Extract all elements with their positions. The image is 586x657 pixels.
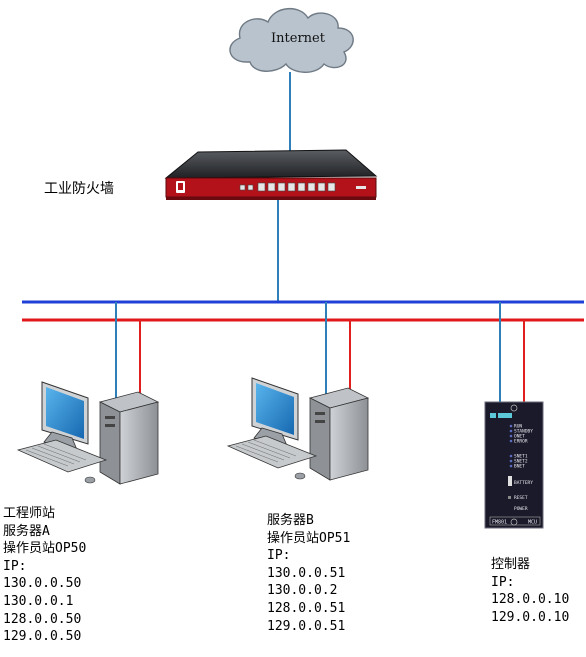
led-run-label: RUN	[514, 424, 522, 430]
power-label: POWER	[514, 506, 528, 512]
led-snet2-label: SNET2	[514, 459, 528, 465]
workstation-info-line: IP:	[3, 558, 27, 574]
battery-switch-icon	[508, 476, 512, 486]
workstation-info-line: 操作员站OP50	[3, 541, 87, 557]
serverb-info: 服务器B 操作员站OP51 IP: 130.0.0.51 130.0.0.2 1…	[267, 512, 350, 635]
controller-info: 控制器 IP: 128.0.0.10 129.0.0.10	[491, 556, 569, 626]
led-error-label: ERROR	[514, 439, 528, 445]
serverb-ip: 128.0.0.51	[267, 600, 346, 616]
serverb-info-line: IP:	[267, 548, 291, 564]
workstation-ip: 130.0.0.50	[3, 576, 82, 592]
controller-model-label: FM801	[492, 520, 507, 526]
workstation-info-line: 服务器A	[3, 523, 50, 539]
serverb-info-line: 操作员站OP51	[267, 530, 351, 546]
controller-ip: 129.0.0.10	[491, 609, 570, 625]
firewall-device-icon	[164, 149, 378, 200]
controller-info-line: 控制器	[491, 557, 531, 572]
firewall-label: 工业防火墙	[44, 181, 114, 197]
controller-info-line: IP:	[491, 574, 515, 590]
workstation-ip: 130.0.0.1	[3, 593, 74, 609]
serverb-ip: 130.0.0.2	[267, 583, 338, 599]
serverb-computer-icon	[226, 377, 370, 481]
workstation-info: 工程师站 服务器A 操作员站OP50 IP: 130.0.0.50 130.0.…	[3, 505, 86, 646]
internet-cloud-icon: Internet	[229, 8, 354, 73]
serverb-info-line: 服务器B	[267, 513, 314, 528]
battery-label: BATTERY	[514, 480, 533, 486]
controller-module-icon: RUN STANDBY ONET ERROR SNET1 SNET2 BNET …	[484, 401, 544, 529]
led-bnet-label: BNET	[514, 464, 525, 470]
internet-label: Internet	[271, 31, 326, 46]
controller-ip: 128.0.0.10	[491, 592, 570, 608]
led-onet-label: ONET	[514, 434, 525, 440]
workstation-info-line: 工程师站	[3, 506, 56, 521]
workstation-computer-icon	[16, 381, 160, 485]
controller-tag-label: MCU	[528, 520, 537, 526]
led-snet1-label: SNET1	[514, 454, 528, 460]
serverb-ip: 129.0.0.51	[267, 618, 346, 634]
reset-label: RESET	[514, 495, 528, 501]
workstation-ip: 129.0.0.50	[3, 629, 82, 645]
workstation-ip: 128.0.0.50	[3, 611, 82, 627]
led-standby-label: STANDBY	[514, 429, 533, 435]
serverb-ip: 130.0.0.51	[267, 565, 346, 581]
